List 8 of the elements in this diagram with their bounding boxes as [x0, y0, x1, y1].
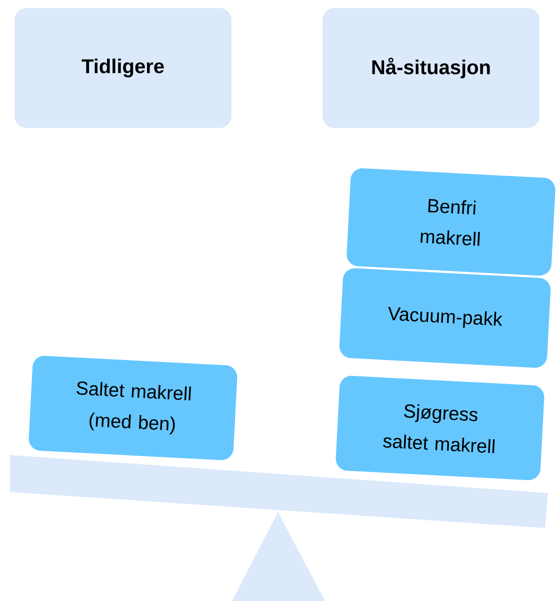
- node-label: Benfri makrell: [420, 199, 480, 246]
- header-box: Tidligere: [14, 8, 232, 128]
- process-box: Benfri makrell: [346, 168, 556, 276]
- process-box: Vacuum-pakk: [339, 268, 551, 368]
- process-box: Sjøgress saltet makrell: [336, 376, 544, 480]
- header-box: Nå-situasjon: [322, 8, 540, 128]
- process-box: Saltet makrell (med ben): [28, 356, 238, 460]
- node-label: Vacuum-pakk: [388, 306, 502, 328]
